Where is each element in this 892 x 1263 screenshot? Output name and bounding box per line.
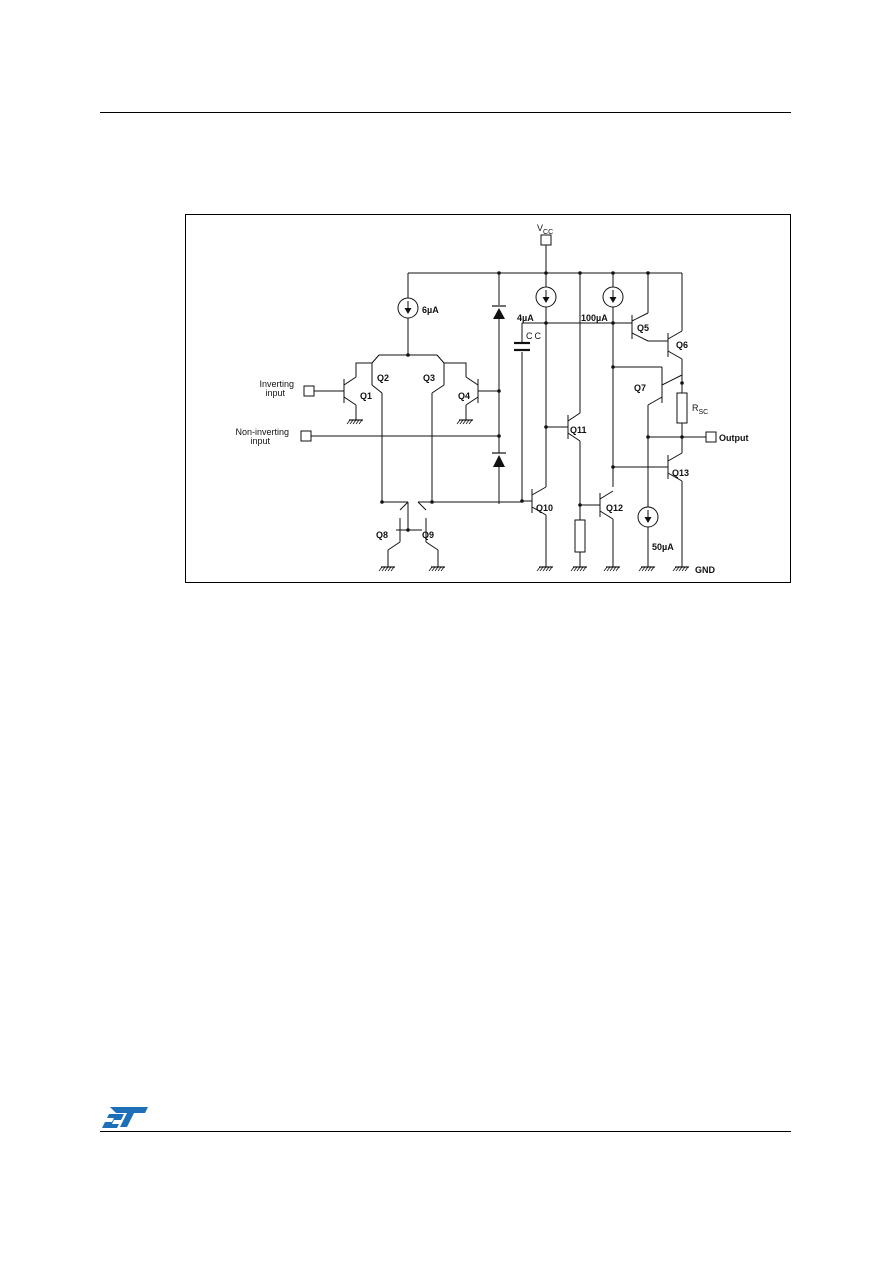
current-100ua-label: 100µA xyxy=(581,313,608,323)
current-4ua-label: 4µA xyxy=(517,313,534,323)
current-source-6ua xyxy=(397,297,419,319)
noninverting-input-label-1: Non-inverting xyxy=(235,427,289,437)
current-source-100ua xyxy=(602,286,624,308)
inverting-input-label-1: Inverting xyxy=(259,379,294,389)
q10-label: Q10 xyxy=(536,503,553,513)
ground-icon xyxy=(570,566,588,572)
current-source-50ua xyxy=(637,506,659,528)
header-rule xyxy=(100,112,791,113)
junctions xyxy=(380,271,684,532)
q9-label: Q9 xyxy=(422,530,434,540)
wires xyxy=(311,245,706,567)
inverting-input-label-2: input xyxy=(265,388,285,398)
ground-icon xyxy=(603,566,621,572)
schematic-diagram: VCC 6µA 4µA 100µA 50µA CC RSC Inverting … xyxy=(235,223,749,575)
q12-label: Q12 xyxy=(606,503,623,513)
current-6ua-label: 6µA xyxy=(422,305,439,315)
q5-label: Q5 xyxy=(637,323,649,333)
q1-label: Q1 xyxy=(360,391,372,401)
q7-label: Q7 xyxy=(634,383,646,393)
current-source-4ua xyxy=(535,286,557,308)
rsc-resistor xyxy=(676,392,688,424)
ground-icon xyxy=(638,566,656,572)
diode-lower xyxy=(492,452,506,467)
ground-icon xyxy=(378,566,396,572)
noninverting-input-terminal xyxy=(300,430,312,442)
q6-label: Q6 xyxy=(676,340,688,350)
ground-icon xyxy=(456,419,474,425)
output-terminal xyxy=(705,431,717,443)
ground-icon xyxy=(672,566,690,572)
bias-resistor xyxy=(574,519,586,553)
current-50ua-label: 50µA xyxy=(652,542,674,552)
diode-upper xyxy=(492,305,506,319)
inverting-input-terminal xyxy=(303,385,315,397)
st-logo xyxy=(102,1107,148,1128)
ground-icon xyxy=(428,566,446,572)
q3-label: Q3 xyxy=(423,373,435,383)
vcc-label: VCC xyxy=(537,223,553,236)
noninverting-input-label-2: input xyxy=(250,436,270,446)
compensation-capacitor xyxy=(514,341,530,352)
q8-label: Q8 xyxy=(376,530,388,540)
rsc-label: RSC xyxy=(692,403,708,416)
gnd-label: GND xyxy=(695,565,716,575)
ground-icon xyxy=(346,419,364,425)
q4-label: Q4 xyxy=(458,391,470,401)
q11-label: Q11 xyxy=(570,425,587,435)
q13-label: Q13 xyxy=(672,468,689,478)
footer-rule xyxy=(100,1131,791,1132)
ground-icon xyxy=(536,566,554,572)
output-label: Output xyxy=(719,433,749,443)
q2-label: Q2 xyxy=(377,373,389,383)
vcc-terminal xyxy=(540,234,552,246)
